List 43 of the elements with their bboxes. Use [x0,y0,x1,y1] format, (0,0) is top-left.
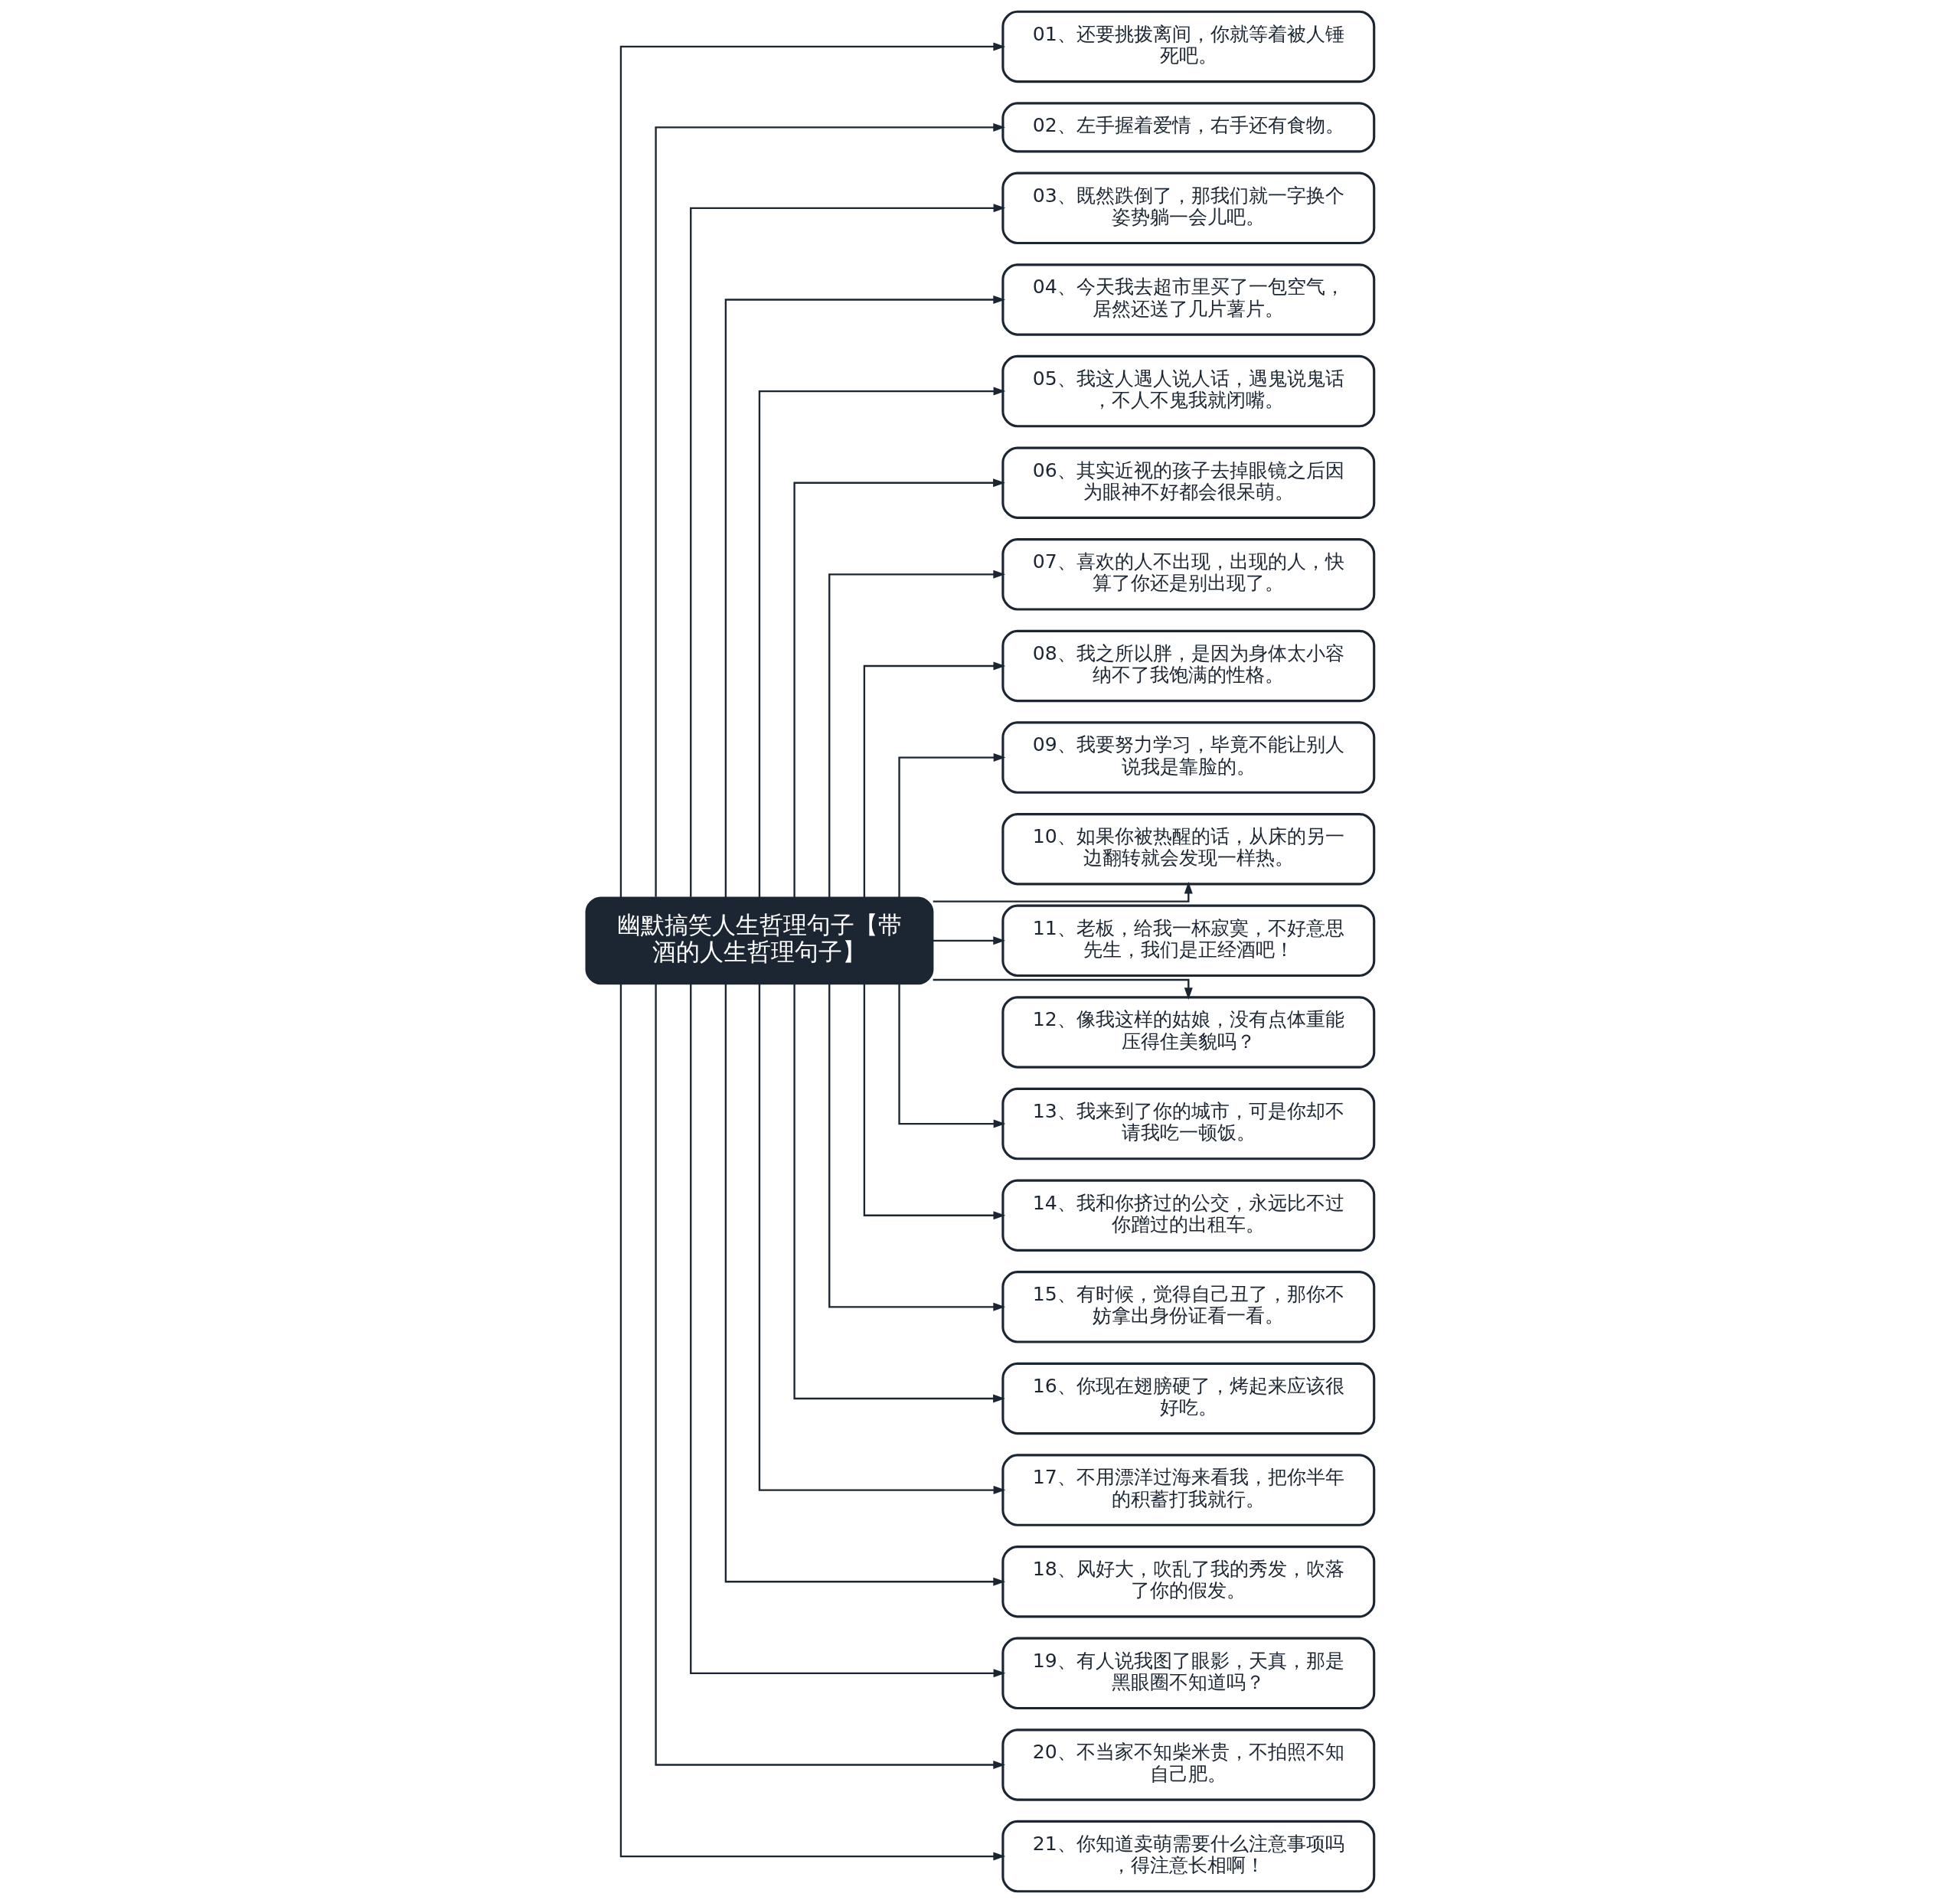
arrow [793,984,1005,1403]
node-box: 16、你现在翅膀硬了，烤起来应该很好吃。 [1001,1362,1376,1435]
arrow [828,570,1006,898]
arrow [690,984,1006,1678]
node-box: 幽默搞笑人生哲理句子【带酒的人生哲理句子】 [585,896,934,985]
arrow [863,661,1006,897]
arrow [863,984,1006,1220]
arrow [758,387,1006,897]
arrow [793,478,1005,898]
node-box: 20、不当家不知柴米贵，不拍照不知自己肥。 [1001,1728,1376,1801]
arrow [619,984,1006,1861]
node-box: 18、风好大，吹乱了我的秀发，吹落了你的假发。 [1001,1546,1376,1618]
node-box: 04、今天我去超市里买了一包空气，居然还送了几片薯片。 [1001,263,1376,336]
node-box: 02、左手握着爱情，右手还有食物。 [1001,102,1376,153]
node-box: 08、我之所以胖，是因为身体太小容纳不了我饱满的性格。 [1001,629,1376,703]
arrow [933,881,1193,903]
node-box: 13、我来到了你的城市，可是你却不请我吃一顿饭。 [1001,1087,1376,1160]
arrow [933,936,1006,945]
node-box: 11、老板，给我一杯寂寞，不好意思先生，我们是正经酒吧！ [1001,904,1376,978]
node-box: 05、我这人遇人说人话，遇鬼说鬼话，不人不鬼我就闭嘴。 [1001,354,1376,428]
node-box: 06、其实近视的孩子去掉眼镜之后因为眼神不好都会很呆萌。 [1001,446,1376,519]
arrow [690,204,1006,897]
arrow [655,122,1006,897]
arrow [724,295,1006,897]
arrow [828,984,1006,1311]
arrow [619,42,1006,898]
arrow [724,984,1006,1586]
arrow [758,984,1006,1495]
node-box: 01、还要挑拨离间，你就等着被人锤死吧。 [1001,10,1376,83]
node-box: 15、有时候，觉得自己丑了，那你不妨拿出身份证看一看。 [1001,1271,1376,1343]
arrow [898,753,1006,898]
arrow [655,984,1006,1769]
node-box: 17、不用漂洋过海来看我，把你半年的积蓄打我就行。 [1001,1454,1376,1526]
arrow [933,978,1193,1000]
node-box: 03、既然跌倒了，那我们就一字换个姿势躺一会儿吧。 [1001,171,1376,245]
node-box: 09、我要努力学习，毕竟不能让别人说我是靠脸的。 [1001,721,1376,794]
node-box: 10、如果你被热醒的话，从床的另一边翻转就会发现一样热。 [1001,813,1376,886]
node-box: 14、我和你挤过的公交，永远比不过你蹭过的出租车。 [1001,1179,1376,1252]
arrow [898,984,1006,1128]
node-box: 19、有人说我图了眼影，天真，那是黑眼圈不知道吗？ [1001,1637,1376,1710]
node-box: 21、你知道卖萌需要什么注意事项吗，得注意长相啊！ [1001,1820,1376,1893]
node-box: 12、像我这样的姑娘，没有点体重能压得住美貌吗？ [1001,996,1376,1069]
node-box: 07、喜欢的人不出现，出现的人，快算了你还是别出现了。 [1001,538,1376,611]
